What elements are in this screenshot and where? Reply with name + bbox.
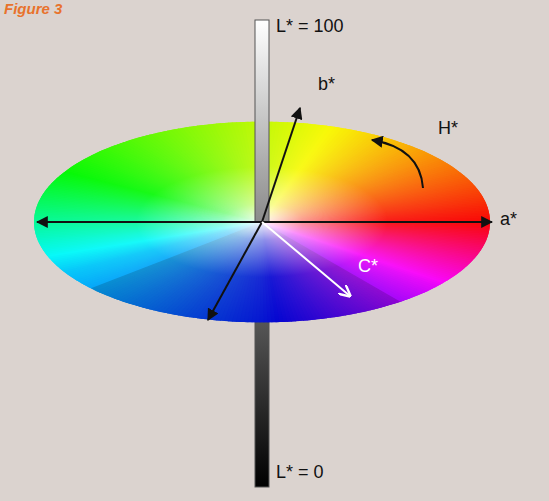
- axis-label: L* = 0: [276, 462, 324, 484]
- axis-label: L* = 100: [276, 16, 344, 38]
- figure-title: Figure 3: [4, 0, 62, 18]
- b-axis: [262, 108, 300, 222]
- axis-label: a*: [500, 209, 517, 231]
- axis-label: b*: [318, 74, 335, 96]
- axis-label: H*: [438, 118, 458, 140]
- lightness-bar-top: [255, 20, 269, 222]
- b-axis-negative: [208, 222, 262, 320]
- hue-arrow: [372, 140, 423, 188]
- a-axis: [37, 221, 492, 223]
- chroma-arrow: [262, 222, 350, 296]
- axis-label: C*: [358, 256, 378, 278]
